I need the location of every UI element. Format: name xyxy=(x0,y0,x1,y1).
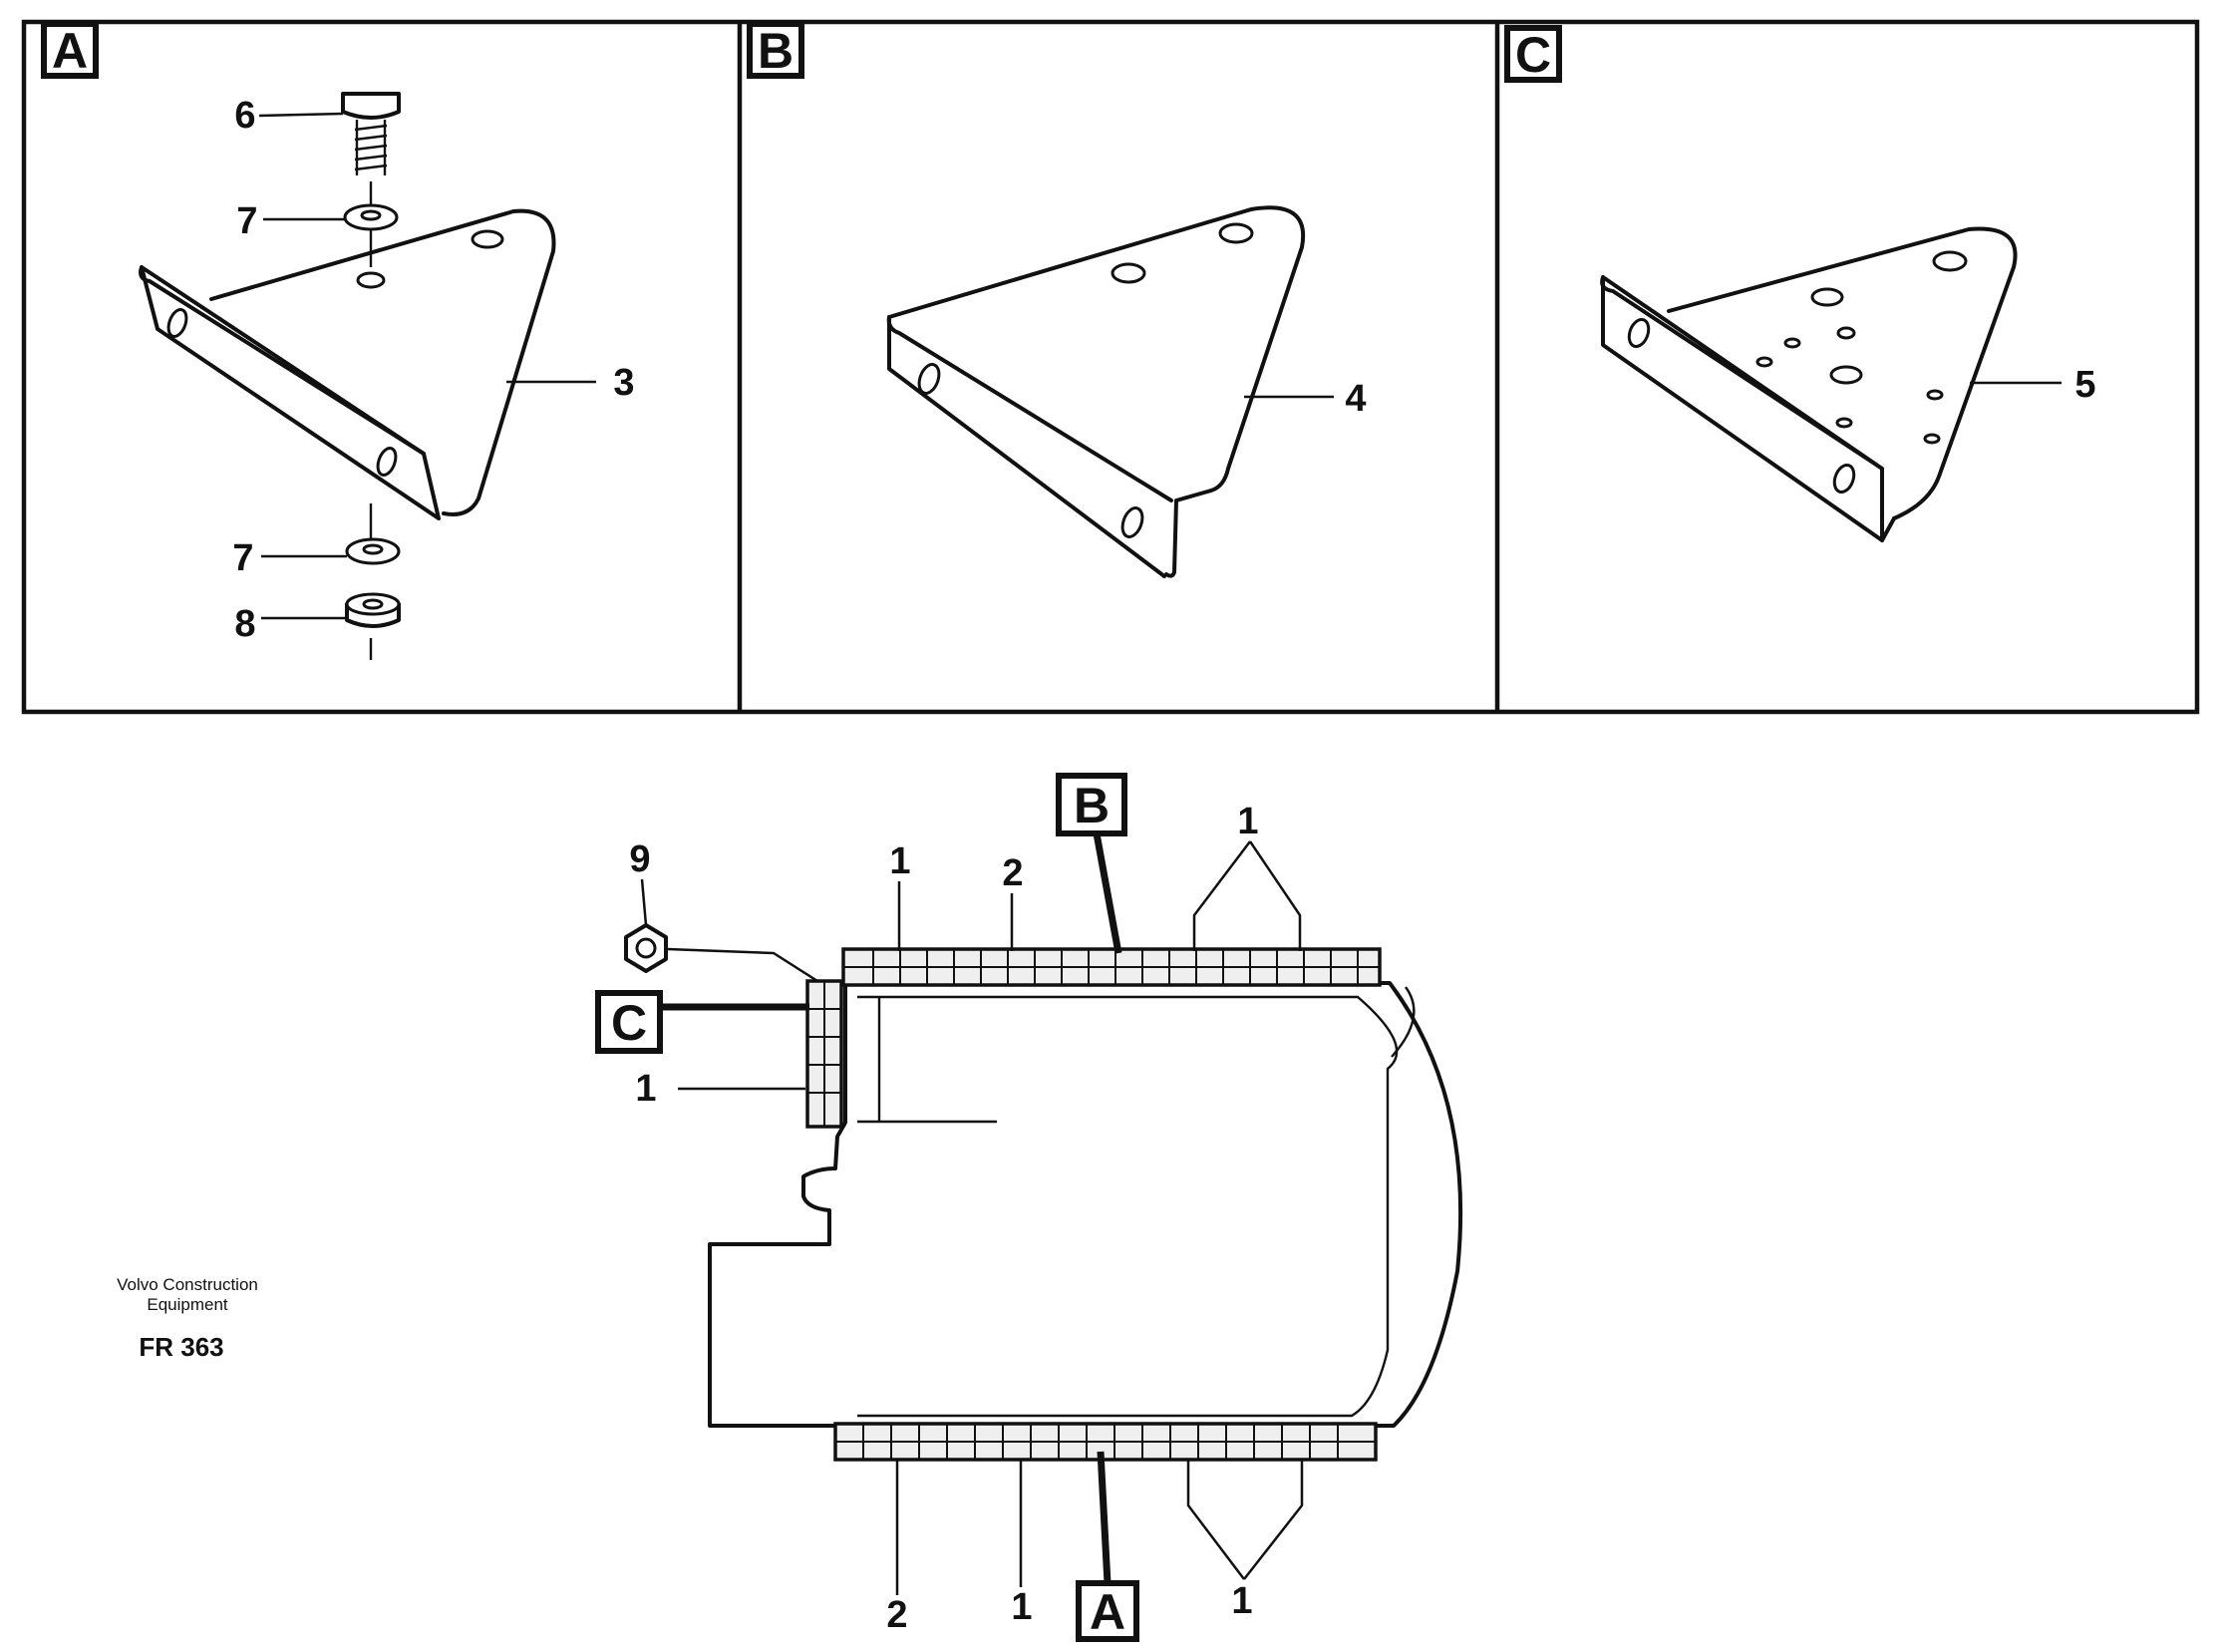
panel-label-a-text: A xyxy=(52,23,88,79)
panel-label-c: C xyxy=(1504,25,1562,83)
panel-label-b-text: B xyxy=(758,23,794,79)
top-pad-strip xyxy=(841,947,1382,987)
tag-a: A xyxy=(1076,1451,1139,1642)
tag-a-text: A xyxy=(1090,1584,1125,1640)
washer-top xyxy=(343,203,399,231)
callout-bracket-c: 5 xyxy=(2074,364,2095,406)
nut-9 xyxy=(624,923,818,983)
callout-top-pad: 1 xyxy=(889,840,910,882)
tag-c: C xyxy=(595,990,809,1054)
panel-label-a: A xyxy=(41,21,99,79)
panel-frame xyxy=(21,19,2200,715)
callout-washer-top: 7 xyxy=(236,200,257,242)
figure-code: FR 363 xyxy=(139,1332,223,1362)
tag-c-text: C xyxy=(611,995,647,1051)
callout-bottom-rubber: 2 xyxy=(886,1594,907,1636)
callout-bracket-a: 3 xyxy=(613,362,634,404)
tank-assembly xyxy=(708,981,1463,1428)
tag-b-text: B xyxy=(1074,778,1110,833)
bottom-pad-strip xyxy=(833,1422,1378,1462)
bracket-c xyxy=(1600,226,2018,542)
nut xyxy=(345,592,401,628)
callout-bolt: 6 xyxy=(234,95,255,137)
side-pad-strip xyxy=(805,979,843,1129)
company-name-line2: Equipment xyxy=(147,1295,228,1314)
callout-bottom-pads-right: 1 xyxy=(1231,1580,1252,1622)
callout-bracket-b: 4 xyxy=(1345,378,1366,420)
callout-nut-9: 9 xyxy=(629,838,650,880)
tag-b: B xyxy=(1056,773,1127,954)
panel-label-c-text: C xyxy=(1515,27,1551,83)
bolt xyxy=(341,92,401,660)
bracket-a xyxy=(139,208,556,520)
callout-top-rubber: 2 xyxy=(1002,852,1023,894)
bracket-b xyxy=(886,205,1306,578)
company-name-line1: Volvo Construction xyxy=(117,1275,258,1294)
callout-side-pad: 1 xyxy=(635,1068,656,1110)
panel-label-b: B xyxy=(747,21,804,79)
callout-washer-bottom: 7 xyxy=(232,537,253,579)
washer-bottom xyxy=(345,537,401,565)
callout-bottom-pad: 1 xyxy=(1011,1586,1032,1628)
callout-nut: 8 xyxy=(234,603,255,645)
callout-top-pads-right: 1 xyxy=(1237,801,1258,842)
